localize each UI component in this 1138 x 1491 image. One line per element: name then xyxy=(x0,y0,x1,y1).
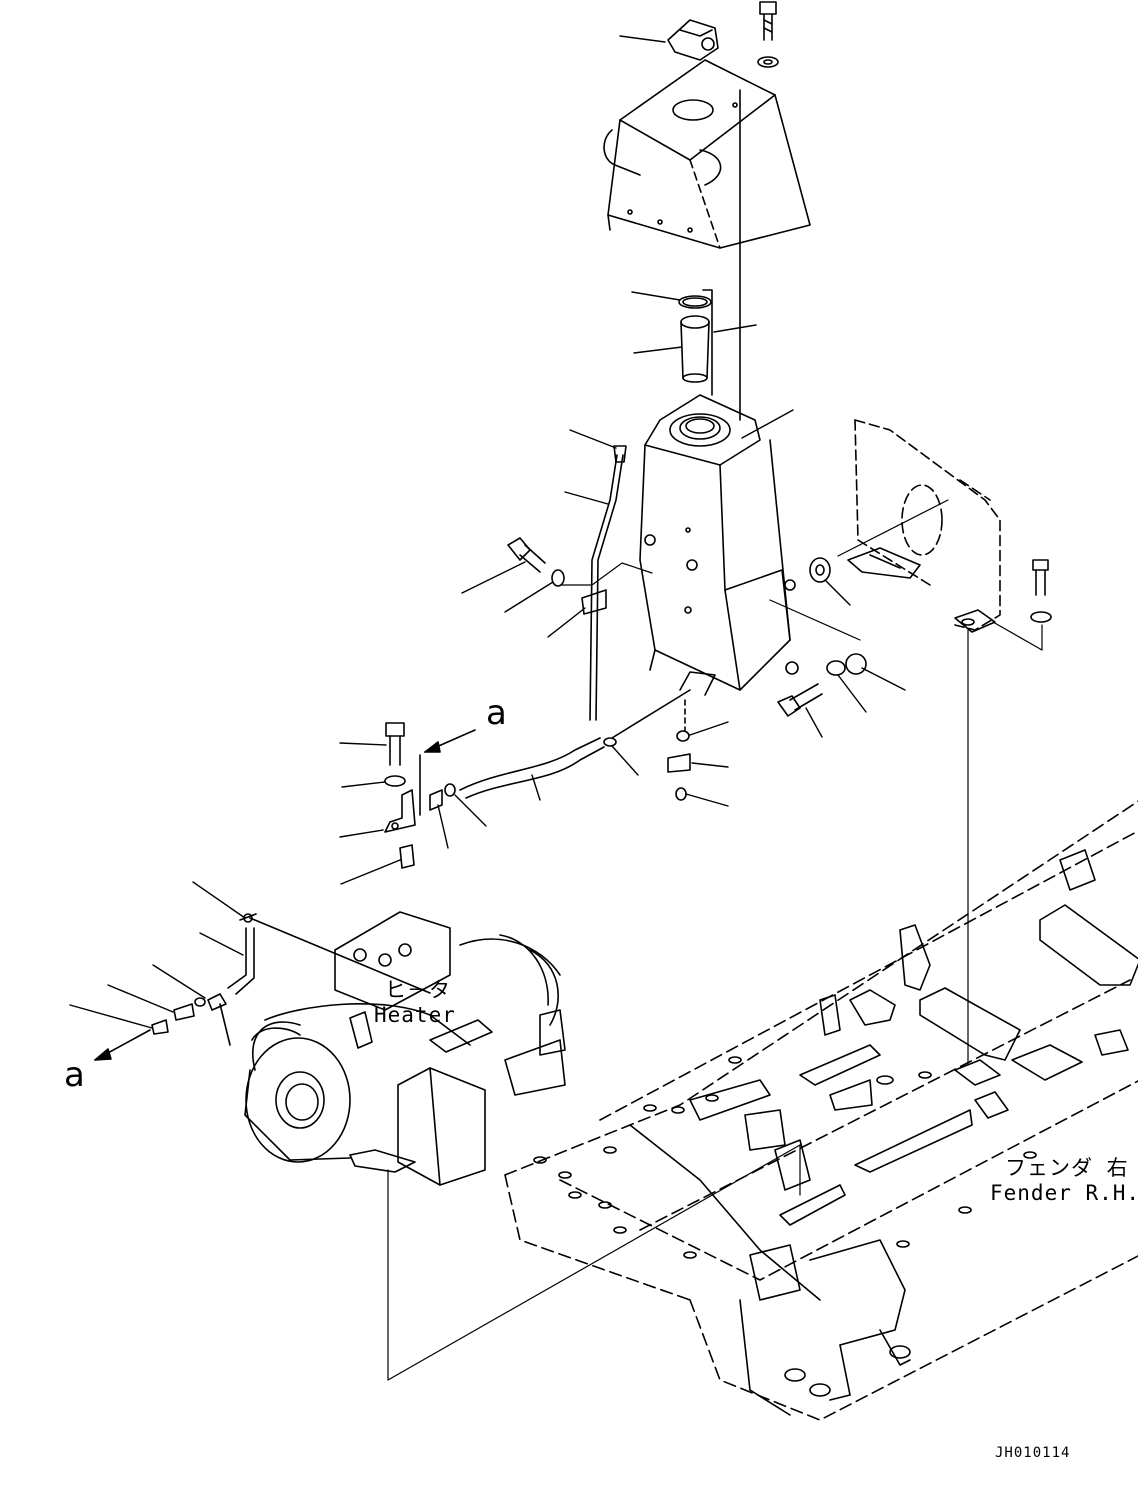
view-a-label-top: a xyxy=(486,693,507,733)
view-a-arrow-top xyxy=(419,729,476,816)
heater-label-jp: ヒ－タ xyxy=(385,978,451,1002)
frame-studs-part xyxy=(533,1056,1037,1259)
fender-label-jp: フェンダ 右 xyxy=(1005,1156,1129,1180)
frame-brackets-part xyxy=(689,849,1138,1226)
tank-cover-part xyxy=(603,59,811,249)
left-bracket-bolt-part xyxy=(384,722,406,787)
fender-bracket-part xyxy=(854,419,1001,631)
top-bolt-part xyxy=(757,1,779,68)
vehicle-frame-part xyxy=(504,800,1138,1421)
heater-hose-part xyxy=(227,913,257,995)
fender-bolt-part xyxy=(1030,559,1052,623)
drawing-code: JH010114 xyxy=(995,1445,1071,1461)
reference-lines xyxy=(387,499,1043,1381)
heater-fittings-part xyxy=(151,993,231,1046)
level-hose-part xyxy=(581,445,627,721)
view-a-label-left: a xyxy=(64,1055,85,1095)
reservoir-tank-part xyxy=(639,394,799,696)
supply-hose-part xyxy=(459,689,691,799)
tank-bolt-left-part xyxy=(507,537,565,587)
tank-bolt-right-part xyxy=(777,683,823,717)
strainer-part xyxy=(680,315,710,383)
view-a-arrow-left xyxy=(94,1029,151,1061)
tank-rubber-mount-part xyxy=(809,557,867,676)
gauge-rod-part xyxy=(702,89,741,421)
o-ring-part xyxy=(678,295,712,309)
frame-longitudinal-beam-part xyxy=(629,1124,911,1416)
heater-unit-part xyxy=(244,911,566,1186)
sensor-cap-part xyxy=(667,19,719,61)
fender-label-en: Fender R.H. xyxy=(990,1181,1138,1205)
drain-fittings-part xyxy=(667,699,691,801)
fender-bracket-clip-part xyxy=(847,547,996,633)
leader-lines xyxy=(69,35,906,1029)
heater-label-en: Heater xyxy=(374,1003,456,1027)
left-bracket-part xyxy=(384,783,456,869)
